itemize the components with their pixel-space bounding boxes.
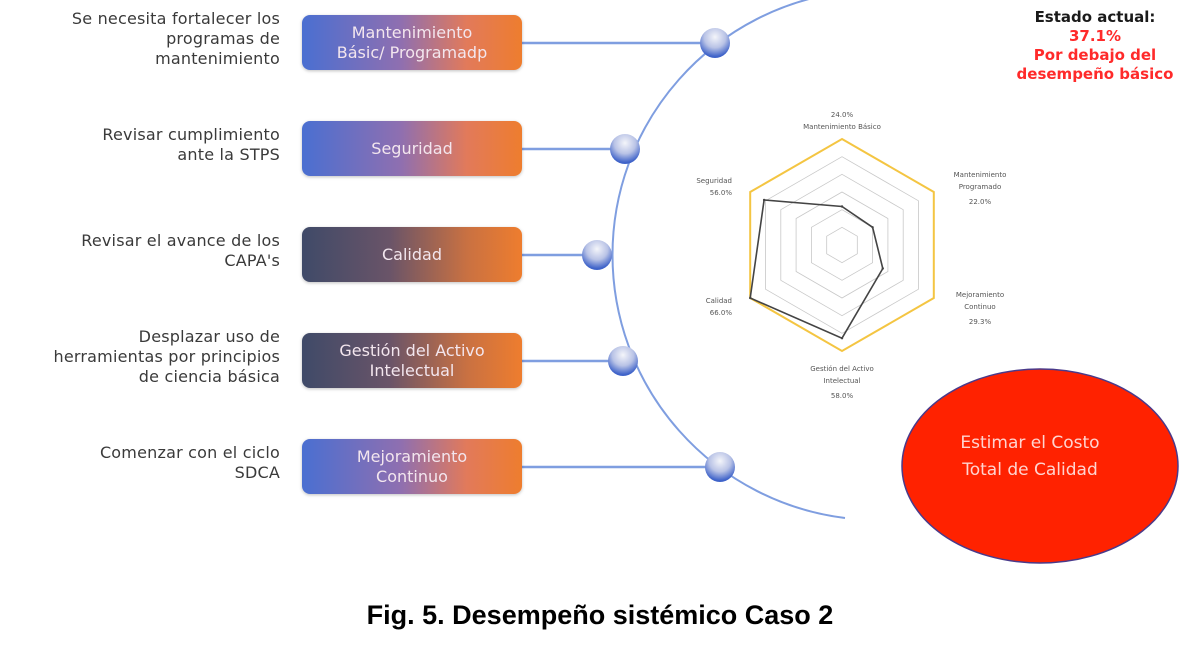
cost-oval-label: Estimar el Costo Total de Calidad bbox=[905, 430, 1155, 484]
timeline-node[interactable] bbox=[705, 452, 735, 482]
radar-point bbox=[762, 198, 766, 202]
radar-axis-label: Programado bbox=[959, 183, 1002, 191]
description-line: Se necesita fortalecer los bbox=[71, 9, 280, 28]
radar-value-label: 22.0% bbox=[969, 198, 992, 206]
timeline-node[interactable] bbox=[700, 28, 730, 58]
status-line2: desempeño básico bbox=[1016, 65, 1174, 83]
radar-value-label: 29.3% bbox=[969, 318, 992, 326]
radar-value-label: 66.0% bbox=[710, 309, 733, 317]
description-line: Revisar el avance de los bbox=[81, 231, 280, 250]
radar-axis-label: Continuo bbox=[964, 303, 995, 311]
category-label: Seguridad bbox=[371, 138, 453, 158]
status-line1: Por debajo del bbox=[1033, 46, 1157, 64]
radar-axis-label: Intelectual bbox=[823, 377, 860, 385]
radar-axis-label: Seguridad bbox=[696, 177, 732, 185]
status-title: Estado actual: bbox=[1034, 8, 1156, 26]
timeline-node[interactable] bbox=[608, 346, 638, 376]
status-value: 37.1% bbox=[1068, 27, 1122, 45]
radar-chart: 24.0% Mantenimiento BásicoMantenimientoPr… bbox=[696, 111, 1006, 400]
radar-value-label: 58.0% bbox=[831, 392, 854, 400]
radar-point bbox=[881, 267, 884, 270]
description-line: programas de bbox=[166, 29, 280, 48]
description-line: ante la STPS bbox=[177, 145, 280, 164]
radar-point bbox=[749, 296, 752, 300]
radar-grid-ring bbox=[795, 191, 889, 299]
radar-axis-label: Gestión del Activo bbox=[810, 365, 874, 373]
radar-grid-ring bbox=[826, 226, 858, 264]
timeline-node[interactable] bbox=[582, 240, 612, 270]
description-line: SDCA bbox=[234, 463, 280, 482]
description-line: herramientas por principios bbox=[53, 347, 280, 366]
category-box[interactable]: Seguridad bbox=[302, 121, 522, 176]
description-line: Comenzar con el ciclo bbox=[99, 443, 280, 462]
description-line: mantenimiento bbox=[155, 49, 280, 68]
radar-axis-label: Mantenimiento bbox=[954, 171, 1007, 179]
category-label: Calidad bbox=[382, 244, 442, 264]
description-line: Desplazar uso de bbox=[138, 327, 280, 346]
timeline-arc bbox=[611, 0, 846, 519]
cost-oval-line1: Estimar el Costo bbox=[960, 433, 1100, 453]
radar-grid-ring bbox=[765, 156, 919, 334]
radar-value-label: 24.0% bbox=[831, 111, 854, 119]
radar-point bbox=[871, 226, 874, 229]
cost-oval[interactable] bbox=[901, 368, 1179, 564]
radar-axis-label: Mejoramiento bbox=[956, 291, 1004, 299]
radar-axis-label: Mantenimiento Básico bbox=[803, 123, 881, 131]
figure-caption: Fig. 5. Desempeño sistémico Caso 2 bbox=[366, 600, 834, 630]
radar-point bbox=[840, 205, 844, 208]
category-box[interactable]: Calidad bbox=[302, 227, 522, 282]
radar-value-label: 56.0% bbox=[710, 189, 733, 197]
description-line: Revisar cumplimiento bbox=[102, 125, 280, 144]
radar-axis-label: Calidad bbox=[706, 297, 732, 305]
radar-series bbox=[749, 199, 884, 340]
radar-outer-ring bbox=[749, 137, 935, 353]
radar-point bbox=[840, 337, 844, 340]
description-line: CAPA's bbox=[224, 251, 280, 270]
radar-grid-ring bbox=[780, 173, 904, 317]
timeline-node[interactable] bbox=[610, 134, 640, 164]
status-panel: Estado actual: 37.1% Por debajo del dese… bbox=[1000, 8, 1190, 84]
cost-oval-line2: Total de Calidad bbox=[962, 460, 1098, 480]
description-line: de ciencia básica bbox=[138, 367, 280, 386]
